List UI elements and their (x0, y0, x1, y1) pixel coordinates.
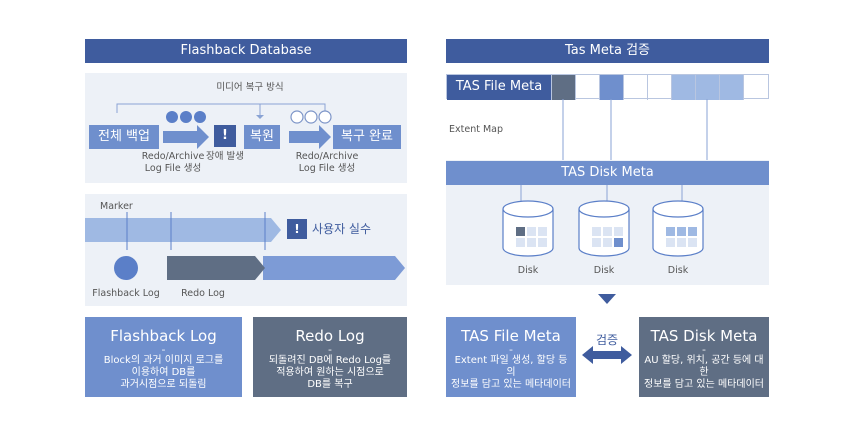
recovery-method-label: 미디어 복구 방식 (216, 82, 284, 93)
down-arrow-icon (598, 294, 616, 304)
redo-log-desc-1: 되돌려진 DB에 Redo Log를 (268, 355, 392, 366)
file-meta-box-title: TAS File Meta (461, 327, 561, 345)
full-backup-box: 전체 백업 (89, 125, 159, 149)
flashback-log-desc-2: 이용하여 DB를 (131, 367, 196, 378)
dash: - (161, 343, 166, 356)
redo-archive-label-1a: Redo/Archive (141, 151, 205, 162)
filled-circle-icon (194, 111, 206, 123)
redo-archive-label-2a: Redo/Archive (295, 151, 359, 162)
redo-log-bar (167, 256, 265, 280)
file-meta-box: TAS File Meta - Extent 파일 생성, 할당 등의 정보를 … (446, 317, 576, 397)
flashback-log-label: Flashback Log (92, 288, 160, 299)
arrow-right-icon (163, 125, 209, 149)
marker-label: Marker (100, 201, 133, 212)
disk-label: Disk (593, 265, 615, 276)
hollow-circle-icon (304, 110, 318, 124)
alert-icon: ! (214, 125, 236, 147)
recovery-flow-diagram (116, 103, 332, 149)
file-meta-desc-2: 정보를 담고 있는 메타데이터 (451, 379, 571, 390)
bracket-left-line (116, 103, 226, 113)
flashback-log-desc-1: Block의 과거 이미지 로그를 (103, 355, 224, 366)
hollow-circle-icon (290, 110, 304, 124)
redo-log-desc-2: 적용하여 원하는 시점으로 (276, 367, 384, 378)
disk-icon (502, 200, 554, 257)
disk-meta-box: TAS Disk Meta - AU 할당, 위치, 공간 등에 대한 정보를 … (639, 317, 769, 397)
disk-icon (578, 200, 630, 257)
restore-box: 복원 (244, 125, 280, 149)
arrow-right-icon (289, 125, 331, 149)
file-meta-title: TAS File Meta (447, 75, 552, 100)
file-meta-row: TAS File Meta (446, 74, 769, 100)
redo-archive-label-1b: Log File 생성 (144, 163, 202, 174)
extent-cell (744, 75, 768, 100)
verify-label: 검증 (595, 333, 619, 347)
failure-label: 장애 발생 (206, 151, 244, 162)
disk-connector-lines (520, 185, 683, 203)
bracket-arrowhead-mid (256, 115, 264, 119)
hollow-circle-icon (318, 110, 332, 124)
disk-meta-box-title: TAS Disk Meta (650, 327, 758, 345)
recovery-complete-box: 복구 완료 (333, 125, 401, 149)
extent-cell (672, 75, 696, 100)
filled-circle-icon (180, 111, 192, 123)
dash: - (328, 343, 332, 356)
flashback-log-box: Flashback Log - Block의 과거 이미지 로그를 이용하여 D… (85, 317, 242, 397)
redo-apply-arrow (263, 256, 405, 280)
timeline-diagram (85, 212, 405, 280)
redo-log-title: Redo Log (295, 327, 365, 345)
double-arrow-icon (582, 346, 632, 364)
extent-map-label: Extent Map (449, 124, 504, 135)
disk-label: Disk (517, 265, 539, 276)
dash: - (509, 343, 513, 356)
extent-cell (576, 75, 600, 100)
tas-meta-header: Tas Meta 검증 (446, 39, 769, 63)
user-error-label: 사용자 실수 (312, 222, 372, 236)
extent-connector-lines (562, 99, 708, 160)
flashback-header: Flashback Database (85, 39, 407, 63)
timeline-arrow (85, 218, 281, 242)
redo-log-box: Redo Log - 되돌려진 DB에 Redo Log를 적용하여 원하는 시… (253, 317, 407, 397)
disk-meta-bar: TAS Disk Meta (446, 161, 769, 185)
extent-cell (624, 75, 648, 100)
extent-cell (648, 75, 672, 100)
disk-meta-desc-2: 정보를 담고 있는 메타데이터 (644, 379, 764, 390)
user-error-alert-icon: ! (287, 219, 307, 239)
flashback-log-title: Flashback Log (110, 327, 217, 345)
dash: - (702, 343, 706, 356)
flashback-log-desc-3: 과거시점으로 되돌림 (120, 379, 207, 390)
filled-circle-icon (166, 111, 178, 123)
disk-meta-desc-1: AU 할당, 위치, 공간 등에 대한 (644, 355, 764, 378)
disk-label: Disk (667, 265, 689, 276)
redo-log-label: Redo Log (181, 288, 225, 299)
extent-cell (696, 75, 720, 100)
redo-log-desc-3: DB를 복구 (307, 379, 353, 390)
redo-archive-label-2b: Log File 생성 (298, 163, 356, 174)
file-meta-desc-1: Extent 파일 생성, 할당 등의 (454, 355, 568, 378)
flashback-timeline-panel (85, 194, 407, 306)
bracket-right-line (226, 103, 326, 113)
disk-icon (652, 200, 704, 257)
extent-cell (720, 75, 744, 100)
extent-cell (600, 75, 624, 100)
flashback-log-circle (114, 256, 138, 280)
extent-cell (552, 75, 576, 100)
